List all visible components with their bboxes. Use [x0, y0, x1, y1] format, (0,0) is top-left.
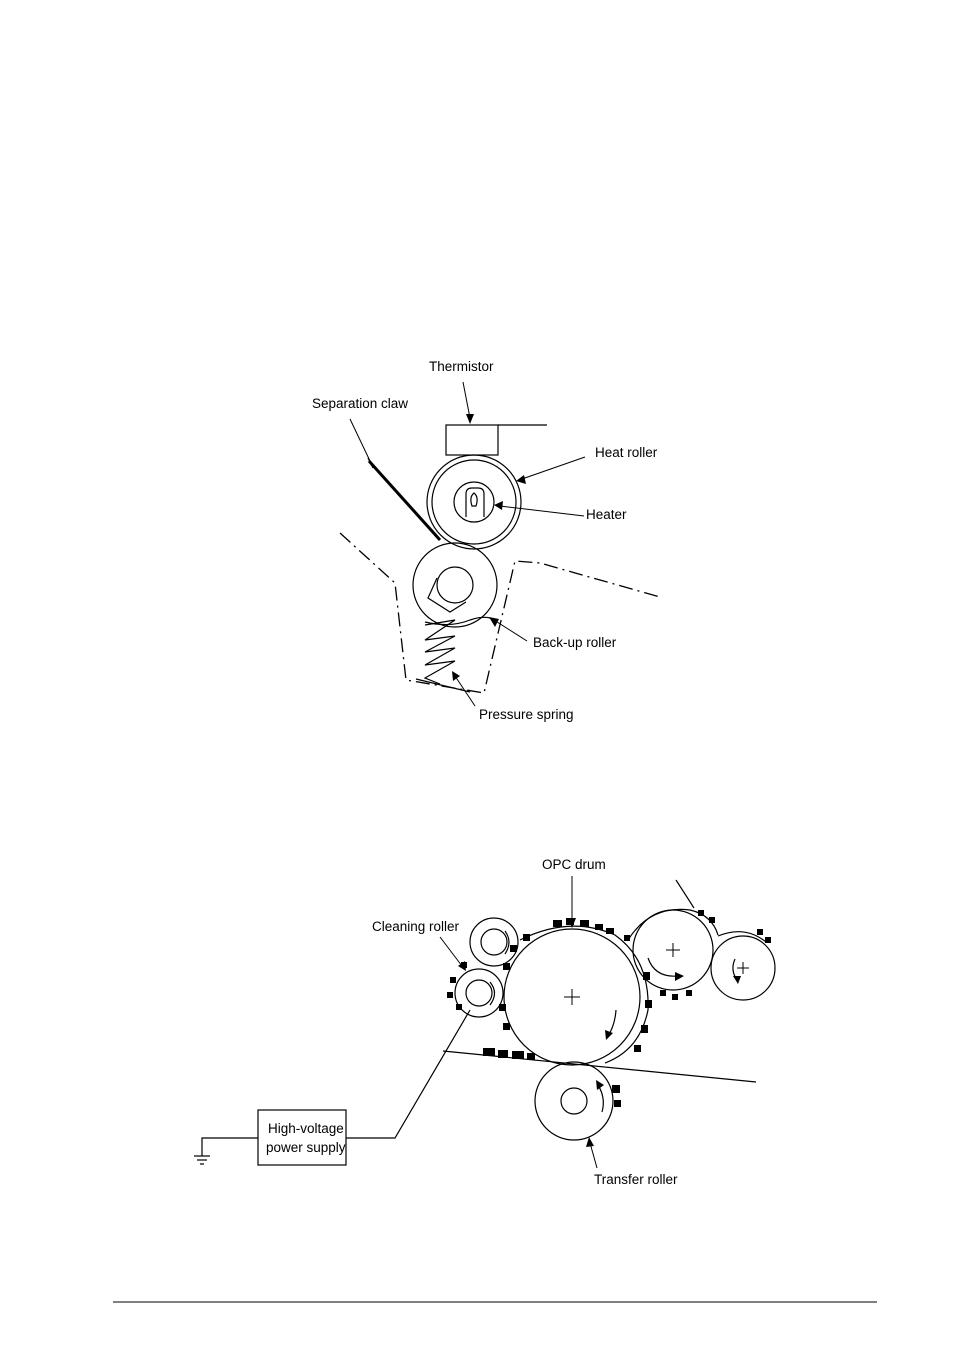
cleaning-roller	[454, 968, 504, 1018]
heat-roller	[426, 454, 522, 550]
separation-claw	[367, 457, 442, 542]
backup-roller	[412, 542, 498, 628]
thermistor-block	[445, 424, 499, 456]
power-supply-box	[257, 1109, 347, 1166]
label-cleaning-roller: Cleaning roller	[372, 919, 460, 934]
supply-roller	[710, 931, 776, 1001]
opc-drum-toner	[519, 925, 649, 1064]
opc-drum	[503, 928, 641, 1066]
label-backup-roller: Back-up roller	[533, 635, 617, 650]
paper-path	[442, 1050, 757, 1083]
toner-particles	[447, 910, 771, 1107]
ground-icon	[194, 1155, 210, 1165]
transfer-roller	[534, 1061, 614, 1141]
label-power-supply-line2: power supply	[266, 1140, 346, 1155]
drum-diagram: High-voltage power supply OPC drum Clean…	[194, 857, 776, 1187]
label-power-supply-line1: High-voltage	[268, 1121, 344, 1136]
fuser-leaders	[349, 381, 586, 707]
label-pressure-spring: Pressure spring	[479, 707, 574, 722]
heater-lamp	[465, 487, 485, 517]
label-transfer-roller: Transfer roller	[594, 1172, 678, 1187]
wiring	[201, 1009, 471, 1156]
upper-cleaning-roller	[469, 917, 519, 967]
pressure-spring	[423, 619, 456, 685]
label-thermistor: Thermistor	[429, 359, 494, 374]
developing-roller	[627, 879, 719, 991]
label-heat-roller: Heat roller	[595, 445, 658, 460]
power-supply: High-voltage power supply	[257, 1109, 347, 1166]
drum-leaders	[439, 876, 598, 1169]
fuser-diagram: Thermistor Separation claw Heat roller H…	[312, 359, 661, 722]
label-opc-drum: OPC drum	[542, 857, 606, 872]
label-separation-claw: Separation claw	[312, 396, 408, 411]
label-heater: Heater	[586, 507, 627, 522]
fuser-frame	[339, 532, 661, 694]
